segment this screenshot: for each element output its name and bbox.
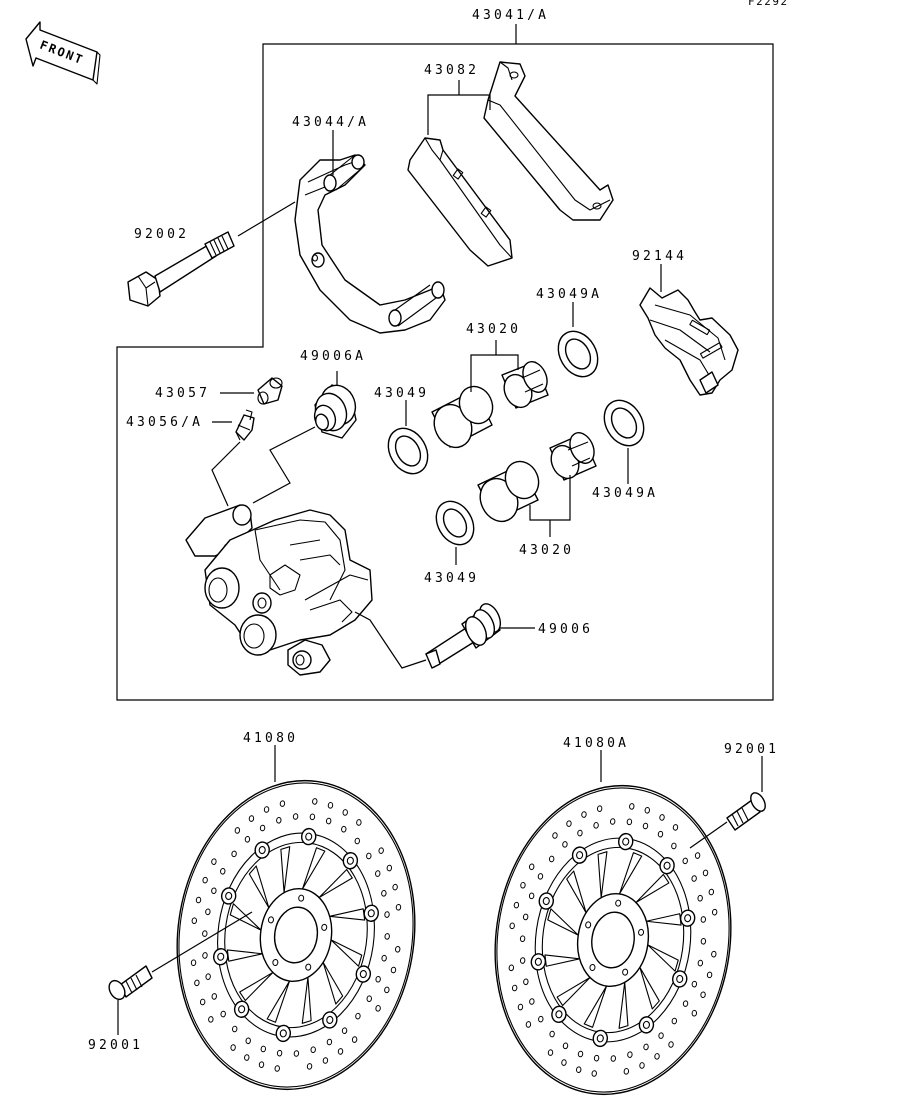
label-seal-upper: 43049 <box>374 386 429 401</box>
label-seal-lower: 43049 <box>424 571 479 586</box>
seal-43049a-lower <box>603 399 645 447</box>
figure-code: F2292 <box>748 0 789 8</box>
label-bleed-valve: 43056/A <box>126 415 203 430</box>
seal-43049-lower <box>435 500 475 546</box>
label-bolt-92002: 92002 <box>134 227 189 242</box>
label-piston-lower: 43020 <box>519 543 574 558</box>
seal-43049a-upper <box>557 330 599 378</box>
label-seal-lower-a: 43049A <box>592 486 658 501</box>
caliper-assembly-outline <box>116 43 774 701</box>
seal-43049-upper <box>387 427 429 475</box>
bleed-cap <box>257 377 283 405</box>
label-disc-left: 41080 <box>243 731 298 746</box>
bolt-92002 <box>127 231 235 307</box>
bolt-92001-left <box>108 965 153 1001</box>
label-boot-49006: 49006 <box>538 622 593 637</box>
label-bolt-left: 92001 <box>88 1038 143 1053</box>
label-boot-49006a: 49006A <box>300 349 366 364</box>
boot-49006a <box>313 384 357 439</box>
label-seal-upper-a: 43049A <box>536 287 602 302</box>
brake-pads <box>407 61 614 267</box>
bolt-92001-right <box>726 792 766 831</box>
piston-lower-cup <box>549 432 597 481</box>
piston-lower <box>477 460 540 523</box>
bleed-valve <box>235 409 255 441</box>
label-caliper-assy: 43041/A <box>472 8 549 23</box>
front-arrow-icon: FRONT <box>25 21 101 85</box>
slide-pin-49006 <box>425 603 502 669</box>
brake-disc-left <box>176 779 416 1091</box>
label-pads: 43082 <box>424 63 479 78</box>
label-bracket: 43044/A <box>292 115 369 130</box>
label-pad-spring: 92144 <box>632 249 687 264</box>
label-bleed-cap: 43057 <box>155 386 210 401</box>
brake-disc-right <box>494 784 732 1096</box>
caliper-bracket <box>294 154 446 334</box>
piston-upper-cup <box>501 361 549 409</box>
caliper-body <box>185 504 373 676</box>
pad-spring <box>639 287 739 396</box>
piston-upper <box>431 385 494 449</box>
label-disc-right: 41080A <box>563 736 629 751</box>
label-bolt-right: 92001 <box>724 742 779 757</box>
label-piston-upper: 43020 <box>466 322 521 337</box>
